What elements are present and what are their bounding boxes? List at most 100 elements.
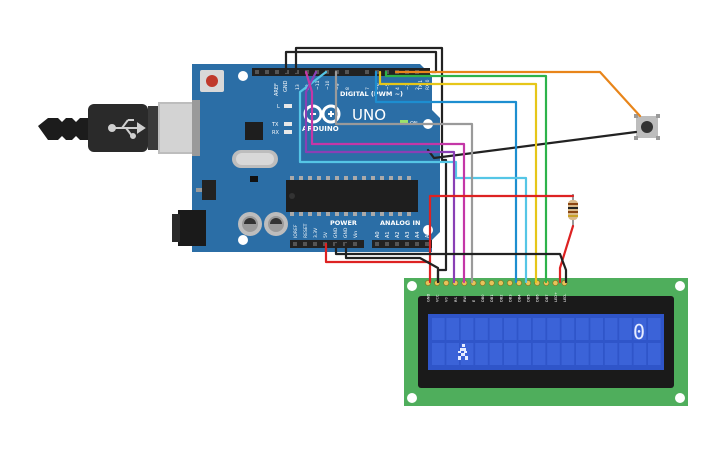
chip-pin [317,176,321,180]
chip-pin [326,176,330,180]
wire-black[interactable] [294,46,448,284]
lcd-cell [576,343,589,365]
lcd-cell [648,318,661,340]
pin-label-digital: 8 [345,87,351,90]
lcd-pin[interactable] [552,280,559,286]
lcd-cell [460,318,474,340]
led-l-label: L [277,104,280,110]
pin-label-power: IOREF [293,224,299,238]
wire-gray[interactable] [334,70,474,284]
wire-red[interactable] [558,224,575,284]
power-jack[interactable] [172,210,206,246]
wire-black[interactable] [344,242,440,284]
pin-label-power: GND [333,227,339,238]
wire-magenta[interactable] [304,70,466,284]
wire-orange[interactable] [394,70,642,118]
lcd-cell [547,343,560,365]
lcd-pin[interactable] [497,280,504,286]
reset-button[interactable] [200,70,224,92]
pin-label-gnd: GND [283,80,289,92]
lcd-pin-label: DB3 [508,294,512,302]
pin-label-analog: A5 [425,231,431,238]
lcd-cell [633,318,647,340]
lcd-cell [619,318,632,340]
chip-pin [398,212,402,216]
usb-icon [108,119,146,139]
wire-yellow[interactable] [378,70,538,284]
led-rx-label: RX [272,130,279,136]
chip-pin [326,212,330,216]
lcd-pin-label: GND [427,294,431,302]
lcd-cell [532,343,546,365]
lcd-pin-label: LED+ [554,292,558,302]
chip-pin [308,212,312,216]
runner-icon [458,344,468,360]
pin-label-power: Vin [353,231,359,238]
led-rx [284,130,292,134]
lcd-cell [604,343,618,365]
wire-blue[interactable] [374,70,518,284]
lcd-cell [648,343,661,365]
lcd-pin[interactable] [516,280,522,286]
chip-pin [344,176,348,180]
model-label: UNO [352,106,386,124]
chip-pin [308,176,312,180]
lcd-cell [532,318,546,340]
lcd-cell [489,343,503,365]
lcd-pin-label: DB0 [481,294,485,302]
power-label: POWER [330,219,357,227]
analog-header[interactable] [372,240,432,248]
lcd-cell [633,343,647,365]
pin-label-aref: AREF [274,83,280,96]
led-l [284,104,292,108]
lcd-pin-label: LED- [563,293,567,302]
capacitor [238,212,262,236]
resistor[interactable] [568,194,578,226]
pin-label-analog: A4 [415,231,421,238]
pin-label-digital: ~10 [325,80,331,90]
mount-hole [238,71,248,81]
lcd-cell [432,318,445,340]
lcd-cell [446,343,459,365]
lcd-pin[interactable] [506,280,513,286]
wire-green[interactable] [384,70,548,284]
pin-label-digital: ~5 [385,83,391,90]
chip-pin [371,212,375,216]
chip-pin [353,176,357,180]
wire-black[interactable] [334,242,568,284]
lcd-score-text: 0 [633,320,645,344]
led-tx-label: TX [271,122,279,128]
lcd-pin-label: DB5 [527,294,531,302]
chip-pin [353,212,357,216]
chip-pin [371,176,375,180]
lcd-pin[interactable] [443,280,450,286]
lcd-cell [475,318,488,340]
push-button[interactable] [634,114,660,140]
pin-label-power: 5V [323,231,329,238]
pin-label-digital: 7 [365,87,371,90]
lcd-pin-label: DB1 [490,294,494,302]
pin-label-analog: A3 [405,231,411,238]
pin-label-digital: 2 [415,87,421,90]
lcd-pin[interactable] [479,280,486,286]
chip-pin [335,176,339,180]
voltage-regulator [202,180,216,200]
lcd-pin-label: E [472,299,476,302]
lcd-pin-label: DB7 [545,294,549,302]
pin-label-power: 3.3V [313,227,319,238]
lcd-cell [561,343,575,365]
wires[interactable] [284,46,642,284]
lcd-cell [590,343,603,365]
lcd-pin[interactable] [488,280,495,286]
wire-cyan[interactable] [298,70,528,284]
lcd-pin-label: VCC [436,294,440,302]
chip-pin [317,212,321,216]
chip-pin [389,176,393,180]
atmega-chip [286,176,418,216]
pin-label-digital: ~11 [315,80,321,90]
pin-label-digital: ~3 [405,83,411,90]
usb-cable[interactable] [38,102,194,154]
